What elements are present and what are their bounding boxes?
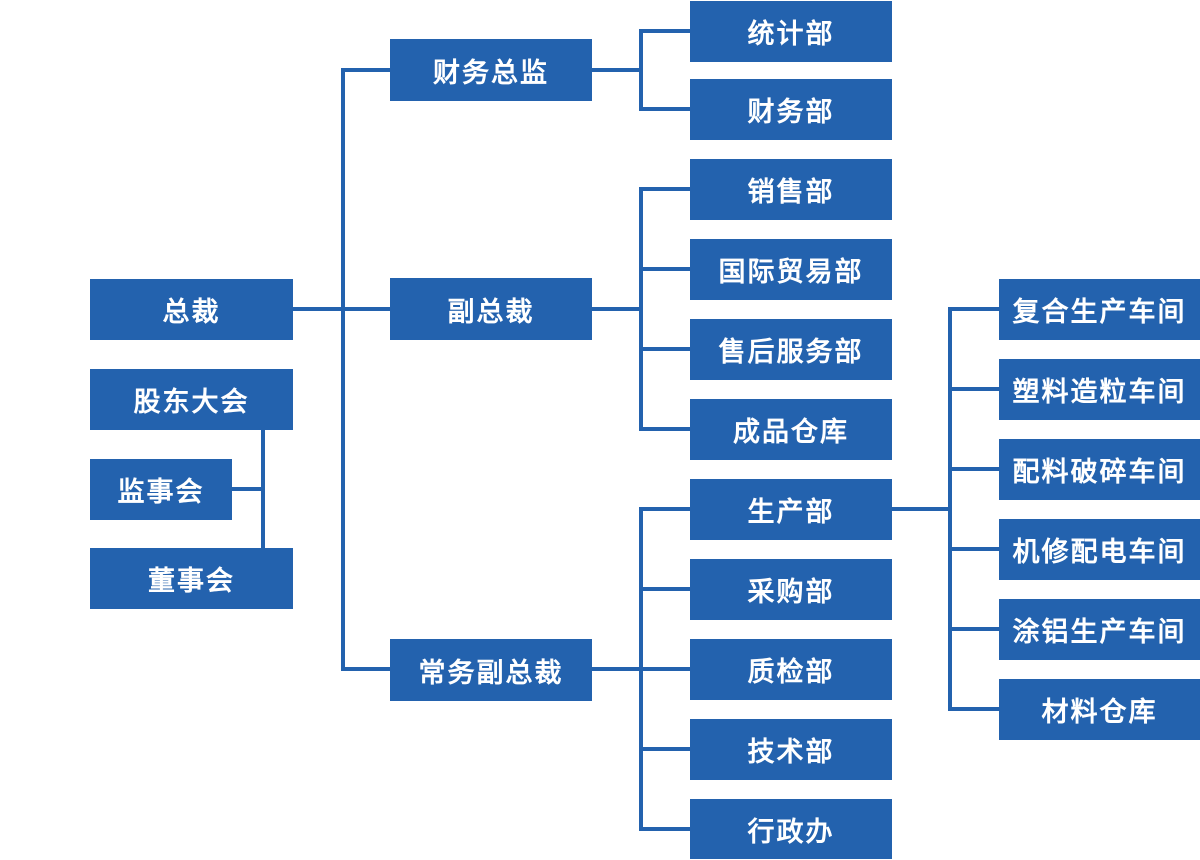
connector-line [952, 387, 999, 391]
connector-line [639, 29, 643, 111]
connector-line [639, 187, 643, 431]
node-label: 董事会 [148, 566, 235, 596]
node-label: 销售部 [747, 177, 835, 207]
connector-line [643, 187, 690, 191]
connector-line [643, 29, 690, 33]
connector-line [643, 587, 690, 591]
node-label: 财务部 [747, 97, 835, 127]
node-executive-vice-president[interactable]: 常务副总裁 [390, 639, 592, 701]
node-label: 监事会 [117, 477, 205, 507]
node-label: 总裁 [162, 297, 221, 327]
node-label: 技术部 [747, 737, 835, 767]
connector-line [643, 347, 690, 351]
connector-line [643, 827, 690, 831]
node-shareholders-meeting[interactable]: 股东大会 [90, 369, 293, 430]
connector-line [341, 68, 345, 671]
node-cfo[interactable]: 财务总监 [390, 39, 592, 101]
node-quality-inspection-dept[interactable]: 质检部 [690, 639, 892, 700]
node-supervisory-board[interactable]: 监事会 [90, 459, 232, 520]
node-label: 国际贸易部 [718, 257, 864, 287]
node-label: 复合生产车间 [1012, 297, 1187, 327]
node-plastic-granulation-workshop[interactable]: 塑料造粒车间 [999, 359, 1200, 420]
node-material-warehouse[interactable]: 材料仓库 [999, 679, 1200, 740]
node-label: 售后服务部 [718, 337, 864, 367]
node-label: 材料仓库 [1041, 697, 1158, 727]
node-after-sales-service-dept[interactable]: 售后服务部 [690, 319, 892, 380]
node-administration-office[interactable]: 行政办 [690, 799, 892, 859]
node-finance-dept[interactable]: 财务部 [690, 79, 892, 140]
connector-line [952, 547, 999, 551]
connector-line [639, 507, 643, 831]
node-board-of-directors[interactable]: 董事会 [90, 548, 293, 609]
connector-line [592, 307, 642, 311]
connector-line [952, 467, 999, 471]
node-label: 行政办 [747, 816, 835, 847]
node-label: 质检部 [747, 657, 835, 687]
node-label: 财务总监 [433, 57, 549, 88]
node-label: 机修配电车间 [1012, 537, 1187, 567]
connector-line [892, 507, 950, 511]
node-production-dept[interactable]: 生产部 [690, 479, 892, 540]
node-vice-president[interactable]: 副总裁 [390, 278, 592, 340]
connector-line [643, 747, 690, 751]
connector-line [643, 267, 690, 271]
node-technology-dept[interactable]: 技术部 [690, 719, 892, 780]
node-sales-dept[interactable]: 销售部 [690, 159, 892, 220]
node-president[interactable]: 总裁 [90, 279, 293, 340]
connector-line [345, 68, 390, 72]
node-label: 涂铝生产车间 [1012, 617, 1187, 647]
node-composite-production-workshop[interactable]: 复合生产车间 [999, 279, 1200, 340]
node-machine-repair-power-workshop[interactable]: 机修配电车间 [999, 519, 1200, 580]
connector-line [592, 68, 642, 72]
connector-line [643, 667, 690, 671]
node-label: 配料破碎车间 [1012, 457, 1187, 487]
node-label: 统计部 [747, 19, 835, 49]
connector-line [643, 507, 690, 511]
connector-line [952, 707, 999, 711]
connector-line [643, 427, 690, 431]
node-finished-goods-warehouse[interactable]: 成品仓库 [690, 399, 892, 460]
node-batching-crushing-workshop[interactable]: 配料破碎车间 [999, 439, 1200, 500]
connector-line [952, 627, 999, 631]
node-statistics-dept[interactable]: 统计部 [690, 1, 892, 62]
connector-line [643, 107, 690, 111]
node-label: 股东大会 [133, 387, 250, 417]
node-purchasing-dept[interactable]: 采购部 [690, 559, 892, 620]
connector-line [232, 487, 265, 491]
node-label: 塑料造粒车间 [1012, 377, 1187, 407]
node-label: 副总裁 [447, 296, 535, 327]
connector-line [948, 307, 952, 711]
node-label: 成品仓库 [733, 417, 849, 447]
node-international-trade-dept[interactable]: 国际贸易部 [690, 239, 892, 300]
connector-line [592, 667, 642, 671]
connector-line [345, 667, 390, 671]
node-label: 常务副总裁 [418, 657, 564, 688]
node-aluminum-coating-workshop[interactable]: 涂铝生产车间 [999, 599, 1200, 660]
node-label: 生产部 [747, 497, 835, 527]
connector-line [952, 307, 999, 311]
node-label: 采购部 [747, 577, 835, 607]
